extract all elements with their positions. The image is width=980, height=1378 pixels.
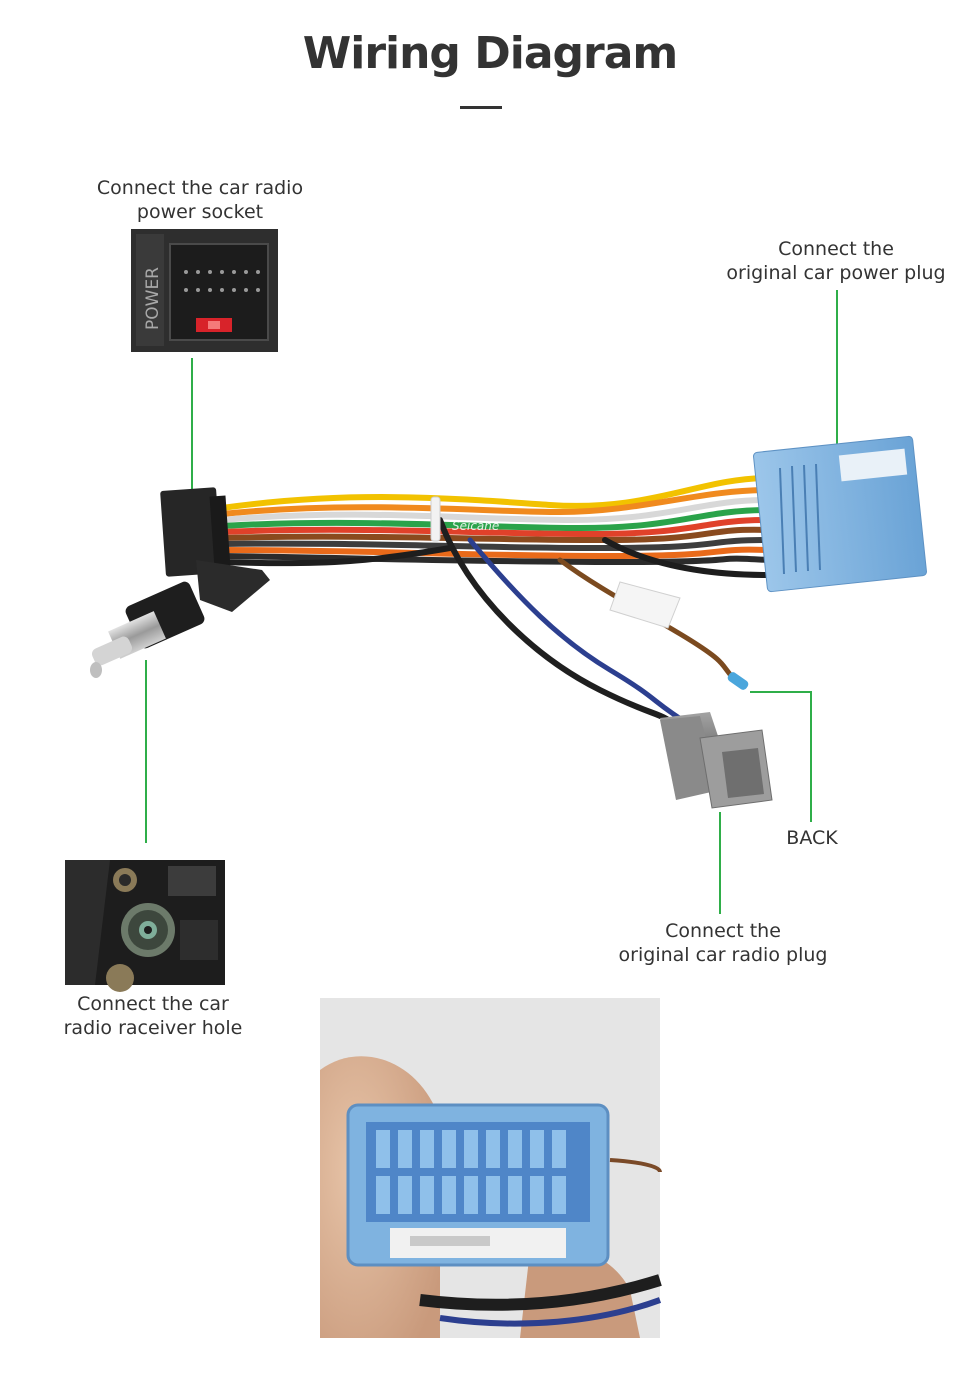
label-back: BACK — [786, 827, 838, 849]
antenna-plug — [90, 560, 270, 678]
label-original-radio-plug: Connect the original car radio plug — [618, 920, 828, 966]
page-title: Wiring Diagram — [302, 28, 679, 79]
wire-tag — [609, 581, 681, 629]
black-power-connector — [160, 487, 231, 577]
leader-lines — [145, 290, 838, 914]
gray-radio-connector — [660, 712, 773, 809]
connector-closeup-photo — [320, 998, 662, 1338]
blue-power-connector — [753, 435, 927, 593]
label-receiver-hole: Connect the car radio raceiver hole — [63, 993, 243, 1039]
label-original-power-plug: Connect the original car power plug — [726, 238, 946, 284]
receiver-hole-photo — [65, 860, 225, 992]
label-radio-power-socket: Connect the car radio power socket — [96, 177, 304, 223]
brand-watermark: Seicane — [452, 519, 499, 533]
title-divider — [460, 106, 502, 109]
back-wire-end — [727, 672, 749, 690]
power-socket-photo: POWER — [131, 229, 278, 352]
power-socket-marking: POWER — [143, 267, 163, 330]
wire-bundle — [219, 475, 771, 733]
